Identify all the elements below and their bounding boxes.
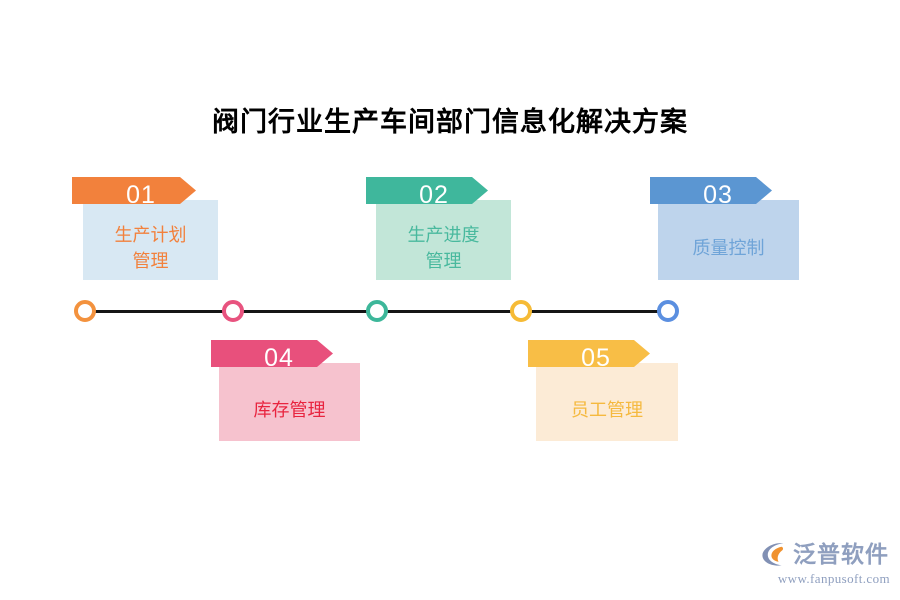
card-01-banner: 01 (72, 177, 196, 204)
card-03-body: 质量控制 (658, 200, 799, 280)
card-04-body: 库存管理 (219, 363, 360, 441)
card-02-label: 生产进度 管理 (407, 224, 480, 271)
card-03-banner: 03 (650, 177, 772, 204)
timeline-node-04 (510, 300, 532, 322)
card-02-body: 生产进度 管理 (376, 200, 511, 280)
card-01-label: 生产计划 管理 (114, 224, 187, 271)
card-04-banner: 04 (211, 340, 333, 367)
card-01-number: 01 (126, 181, 156, 209)
timeline-node-05 (657, 300, 679, 322)
card-03-label: 质量控制 (692, 237, 765, 258)
timeline-node-02 (222, 300, 244, 322)
brand-url: www.fanpusoft.com (777, 571, 890, 586)
card-05-body: 员工管理 (536, 363, 678, 441)
brand-logo-row: 泛普软件 (760, 538, 890, 570)
card-02-banner: 02 (366, 177, 488, 204)
fanpu-logo-icon (762, 543, 784, 566)
card-04-number: 04 (264, 344, 294, 372)
card-05-banner: 05 (528, 340, 650, 367)
timeline-node-01 (74, 300, 96, 322)
timeline-node-03 (366, 300, 388, 322)
card-05-label: 员工管理 (571, 399, 643, 420)
card-01-body: 生产计划 管理 (83, 200, 218, 280)
brand-logo: 泛普软件 www.fanpusoft.com (760, 538, 890, 590)
page-title: 阀门行业生产车间部门信息化解决方案 (212, 107, 688, 137)
card-04-label: 库存管理 (253, 399, 326, 420)
card-05-number: 05 (581, 344, 611, 372)
brand-name: 泛普软件 (793, 540, 889, 567)
card-03-number: 03 (703, 181, 733, 209)
card-02-number: 02 (419, 181, 449, 209)
